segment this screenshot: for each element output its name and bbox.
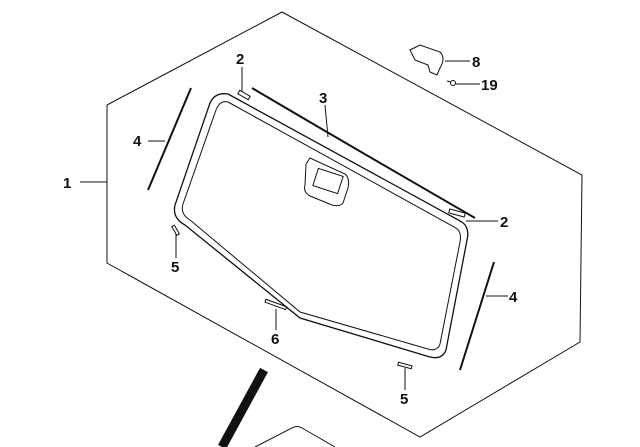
- callout-3: 3: [319, 90, 327, 107]
- callout-8: 8: [472, 54, 480, 71]
- windshield-glass-inner: [181, 101, 461, 351]
- callout-5-right: 5: [400, 391, 408, 408]
- callout-4-right: 4: [509, 289, 518, 306]
- partial-outline: [254, 426, 336, 447]
- spacer-2-top: [237, 89, 251, 101]
- assembly-boundary: [106, 11, 583, 438]
- side-molding-left: [147, 87, 192, 191]
- callout-4-left: 4: [133, 133, 142, 150]
- spacer-6: [264, 298, 288, 311]
- bracket-8: [409, 44, 444, 76]
- callout-2-right: 2: [500, 214, 508, 231]
- callout-19: 19: [481, 77, 498, 94]
- callout-6: 6: [271, 331, 279, 348]
- upper-molding-3: [251, 87, 476, 219]
- mirror-bracket: [304, 157, 350, 207]
- stopper-5-right: [397, 361, 413, 370]
- side-molding-right: [459, 261, 495, 371]
- pointer-bar: [218, 367, 268, 447]
- stopper-5-left: [171, 224, 181, 237]
- screw-19: [450, 80, 456, 86]
- spacer-2-right: [448, 208, 466, 218]
- callout-2-top: 2: [236, 51, 244, 68]
- sensor-housing: [312, 167, 344, 195]
- callout-5-left: 5: [171, 259, 179, 276]
- callout-1: 1: [63, 175, 71, 192]
- windshield-glass-outer: [173, 93, 469, 359]
